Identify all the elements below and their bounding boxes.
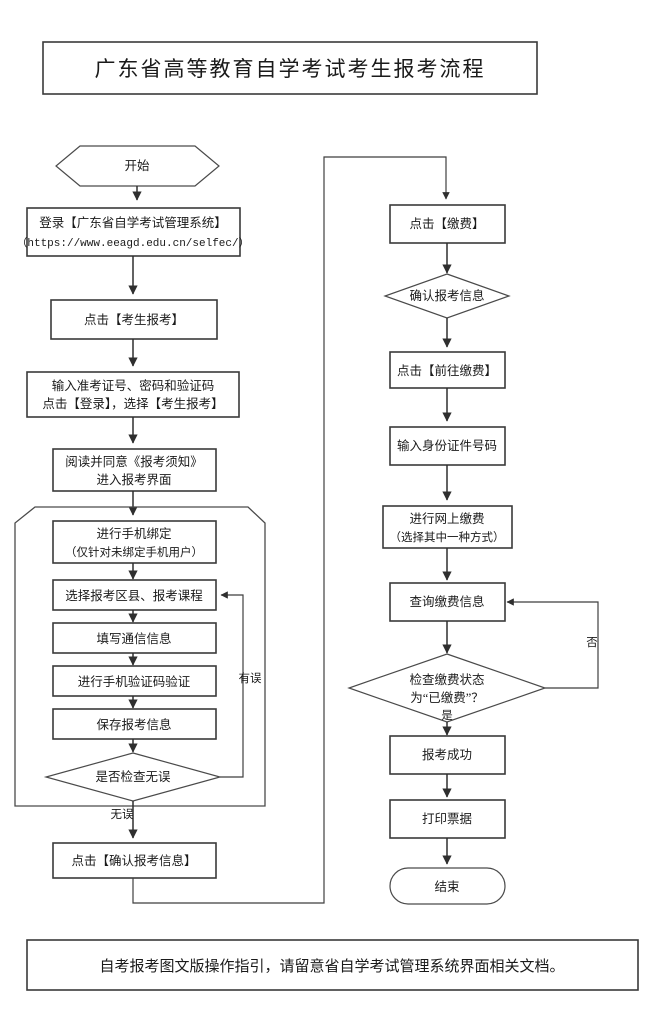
branch-yes-path: 是 (441, 709, 453, 736)
loop-group-container (14, 506, 266, 807)
node-read-notice[interactable]: 阅读并同意《报考须知》 进入报考界面 (52, 448, 217, 492)
node-click-exam-apply-label: 点击【考生报考】 (84, 312, 184, 327)
node-click-go-pay[interactable]: 点击【前往缴费】 (389, 351, 506, 389)
node-read-notice-line1: 阅读并同意《报考须知》 (65, 454, 203, 469)
connector-confirm-to-right-column (132, 156, 450, 904)
node-query-payment-info[interactable]: 查询缴费信息 (389, 582, 506, 622)
node-start[interactable]: 开始 (55, 145, 220, 187)
node-login[interactable]: 登录【广东省自学考试管理系统】 （https://www.eeagd.edu.c… (16, 207, 250, 257)
node-enter-credentials[interactable]: 输入准考证号、密码和验证码 点击【登录】，选择【考生报考】 (26, 371, 240, 418)
node-click-pay-label: 点击【缴费】 (409, 216, 484, 231)
node-check-pay-status-line1: 检查缴费状态 (409, 672, 484, 687)
node-start-label: 开始 (124, 159, 150, 173)
footer-banner: 自考报考图文版操作指引，请留意省自学考试管理系统界面相关文档。 (26, 939, 639, 991)
node-read-notice-line2: 进入报考界面 (96, 472, 171, 487)
branch-error-label: 有误 (239, 671, 262, 685)
node-login-line1: 登录【广东省自学考试管理系统】 (39, 215, 227, 230)
node-check-pay-status[interactable]: 检查缴费状态 为“已缴费”？ (347, 653, 547, 723)
node-online-payment-line1: 进行网上缴费 (409, 511, 484, 526)
node-select-district-course[interactable]: 选择报考区县、报考课程 (52, 579, 217, 611)
title-banner: 广东省高等教育自学考试考生报考流程 (42, 41, 538, 95)
node-check-no-error[interactable]: 是否检查无误 (43, 752, 223, 802)
node-enter-id-number[interactable]: 输入身份证件号码 (389, 426, 506, 466)
node-verify-sms-code[interactable]: 进行手机验证码验证 (52, 665, 217, 697)
node-online-payment[interactable]: 进行网上缴费 （选择其中一种方式） (382, 505, 513, 549)
node-verify-sms-code-label: 进行手机验证码验证 (78, 674, 191, 689)
node-bind-phone-line2: （仅针对未绑定手机用户） (65, 545, 203, 559)
node-print-receipt-label: 打印票据 (422, 812, 472, 826)
node-confirm-apply-info-label: 确认报考信息 (409, 288, 484, 303)
node-end[interactable]: 结束 (389, 867, 506, 905)
node-check-no-error-label: 是否检查无误 (95, 769, 171, 784)
node-enter-id-number-label: 输入身份证件号码 (397, 438, 497, 453)
branch-ok-label: 无误 (111, 808, 134, 821)
node-bind-phone[interactable]: 进行手机绑定 （仅针对未绑定手机用户） (52, 520, 217, 564)
node-confirm-apply-info[interactable]: 确认报考信息 (383, 273, 511, 319)
node-end-label: 结束 (434, 880, 460, 894)
branch-yes-label: 是 (441, 709, 453, 722)
node-print-receipt[interactable]: 打印票据 (389, 799, 506, 839)
node-select-district-course-label: 选择报考区县、报考课程 (65, 588, 203, 603)
node-fill-contact-label: 填写通信信息 (96, 631, 171, 646)
branch-error-loop: 有误 (220, 591, 262, 778)
node-save-apply-info[interactable]: 保存报考信息 (52, 708, 217, 740)
node-apply-success-label: 报考成功 (422, 747, 472, 762)
branch-ok-path: 无误 (111, 801, 138, 839)
node-click-pay[interactable]: 点击【缴费】 (389, 204, 506, 244)
footer-note: 自考报考图文版操作指引，请留意省自学考试管理系统界面相关文档。 (99, 957, 564, 975)
node-click-go-pay-label: 点击【前往缴费】 (397, 363, 497, 378)
node-online-payment-line2: （选择其中一种方式） (390, 530, 505, 544)
node-query-payment-info-label: 查询缴费信息 (409, 594, 484, 609)
node-login-line2: （https://www.eeagd.edu.cn/selfec/） (16, 236, 249, 250)
node-save-apply-info-label: 保存报考信息 (96, 717, 171, 732)
node-bind-phone-line1: 进行手机绑定 (96, 526, 171, 541)
node-check-pay-status-line2: 为“已缴费”？ (410, 690, 484, 705)
page-title: 广东省高等教育自学考试考生报考流程 (95, 57, 486, 81)
branch-no-loop: 否 (506, 598, 599, 689)
node-click-exam-apply[interactable]: 点击【考生报考】 (50, 299, 218, 340)
node-fill-contact[interactable]: 填写通信信息 (52, 622, 217, 654)
node-enter-credentials-line1: 输入准考证号、密码和验证码 (52, 378, 215, 393)
node-click-confirm-info-label: 点击【确认报考信息】 (71, 853, 196, 868)
node-click-confirm-info[interactable]: 点击【确认报考信息】 (52, 842, 217, 879)
branch-no-label: 否 (586, 637, 598, 649)
node-enter-credentials-line2: 点击【登录】，选择【考生报考】 (42, 396, 223, 411)
node-apply-success[interactable]: 报考成功 (389, 735, 506, 775)
